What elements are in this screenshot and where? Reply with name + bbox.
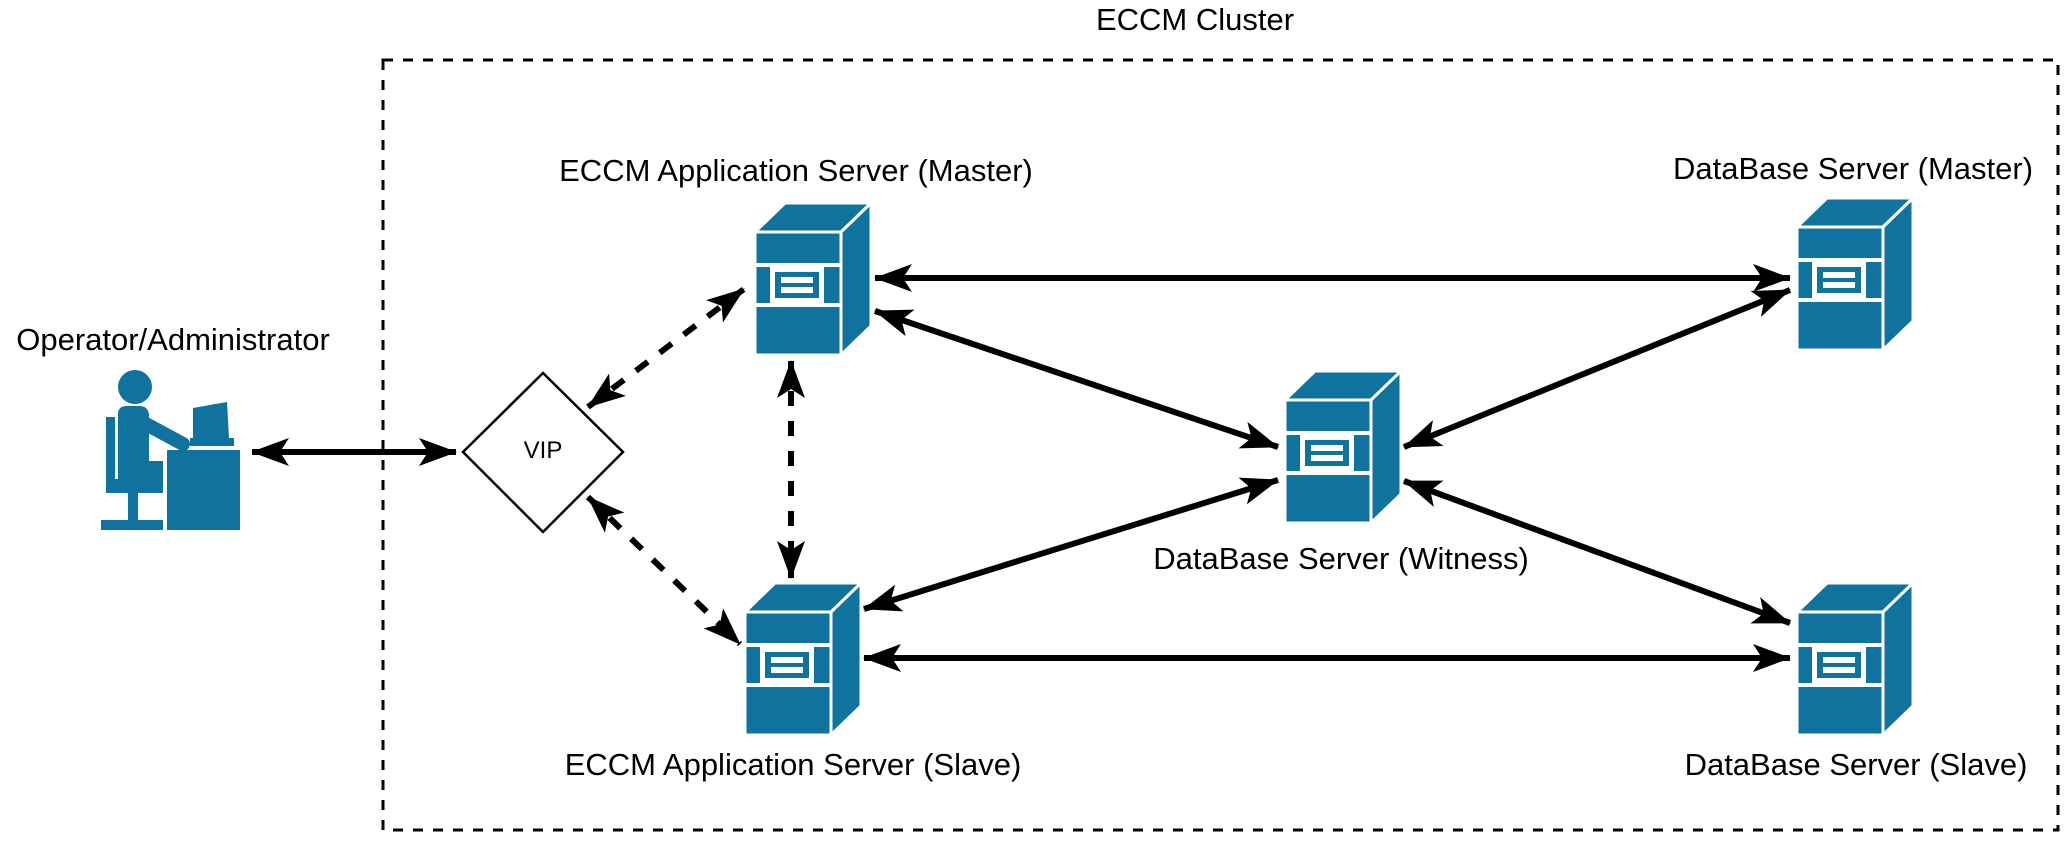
vip-label: VIP xyxy=(523,437,563,464)
edge-app-slave-db-witness xyxy=(863,477,1279,612)
operator-at-desk-icon xyxy=(101,370,240,530)
edge-db-master-db-witness xyxy=(1402,287,1792,450)
db-slave-label: DataBase Server (Slave) xyxy=(1684,747,2028,782)
edge-db-witness-db-slave xyxy=(1402,478,1792,626)
edge-vip-app-master xyxy=(586,286,746,410)
server-icon-app-master xyxy=(752,201,873,357)
edge-app-master-db-witness xyxy=(874,308,1279,450)
server-icon-app-slave xyxy=(742,581,863,737)
server-icon-db-witness xyxy=(1282,369,1403,525)
app-master-label: ECCM Application Server (Master) xyxy=(559,153,1033,188)
app-slave-label: ECCM Application Server (Slave) xyxy=(564,747,1022,782)
vip-diamond xyxy=(461,371,625,534)
operator-label: Operator/Administrator xyxy=(16,322,330,357)
diagram-title: ECCM Cluster xyxy=(1095,2,1295,37)
db-master-label: DataBase Server (Master) xyxy=(1672,151,2034,186)
server-icon-db-master xyxy=(1794,196,1915,352)
server-icon-db-slave xyxy=(1794,581,1915,737)
db-witness-label: DataBase Server (Witness) xyxy=(1153,541,1529,576)
edge-vip-app-slave xyxy=(585,494,743,647)
